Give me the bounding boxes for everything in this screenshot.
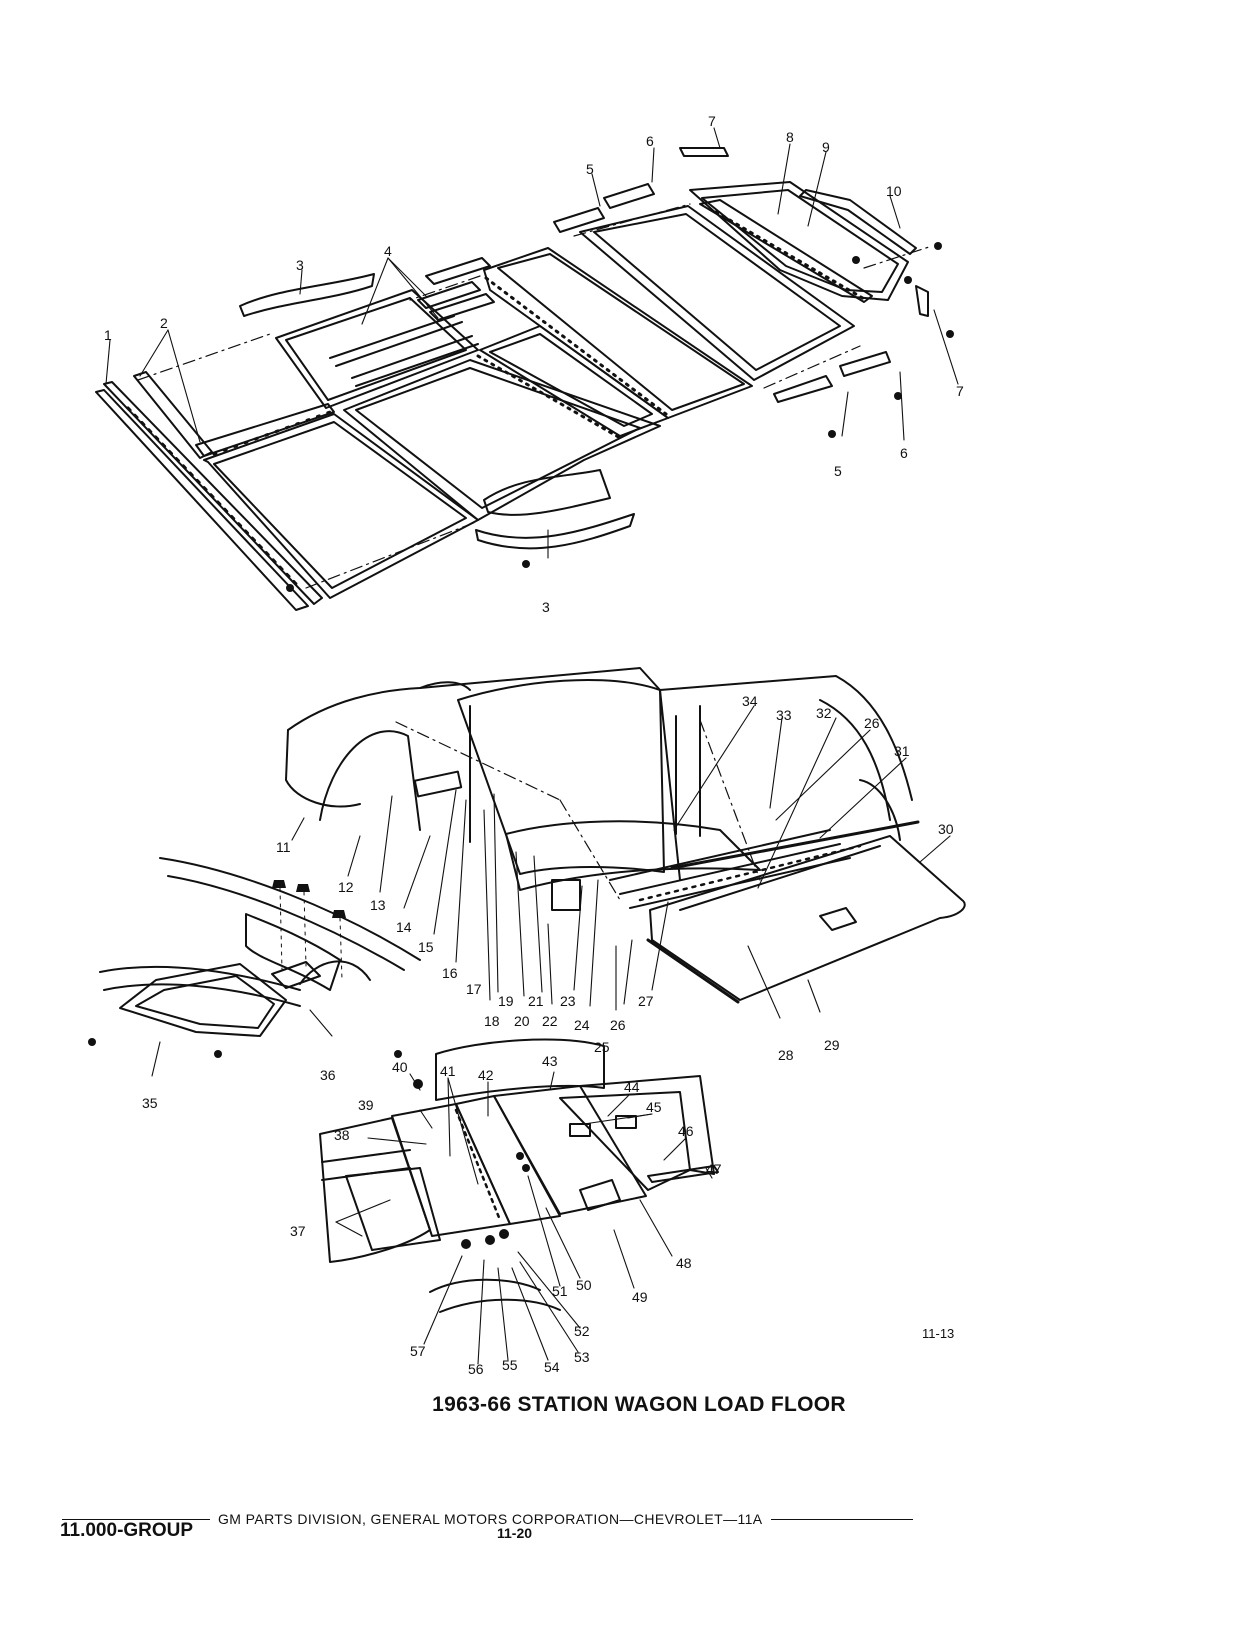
- callout-38: 38: [334, 1127, 350, 1143]
- callout-54: 54: [544, 1359, 560, 1375]
- callout-42: 42: [478, 1067, 494, 1083]
- callout-21: 21: [528, 993, 544, 1009]
- callout-34: 34: [742, 693, 758, 709]
- folding-seat-assembly: [319, 1038, 719, 1313]
- callout-20: 20: [514, 1013, 530, 1029]
- callout-26-lower: 26: [610, 1017, 626, 1033]
- part-3-wheelhouse-trims: [239, 273, 635, 550]
- callout-37: 37: [290, 1223, 306, 1239]
- callout-17: 17: [466, 981, 482, 997]
- callout-27: 27: [638, 993, 654, 1009]
- callout-19: 19: [498, 993, 514, 1009]
- callout-44: 44: [624, 1079, 640, 1095]
- callout-6-bottom: 6: [900, 445, 908, 461]
- callout-48: 48: [676, 1255, 692, 1271]
- callout-43: 43: [542, 1053, 558, 1069]
- wheelhouse-detail: [88, 857, 421, 1058]
- figure-caption: 1963-66 STATION WAGON LOAD FLOOR: [432, 1393, 846, 1416]
- floor-panel-left-upper: [275, 289, 479, 409]
- callout-46: 46: [678, 1123, 694, 1139]
- callout-labels: 1 2 3 3 4 5 5 6 6 7 7 8 9 10 11 12 13 14…: [104, 113, 964, 1377]
- part-7-brackets: [679, 147, 929, 317]
- floor-panel-middle: [343, 325, 669, 521]
- cargo-area-assembly: [285, 667, 966, 1004]
- callout-30: 30: [938, 821, 954, 837]
- callout-47: 47: [706, 1161, 722, 1177]
- callout-55: 55: [502, 1357, 518, 1373]
- part-4-floor-strips: [417, 257, 495, 321]
- callout-31: 31: [894, 743, 910, 759]
- footer-rule-left: [62, 1518, 210, 1520]
- callout-41: 41: [440, 1063, 456, 1079]
- callout-35: 35: [142, 1095, 158, 1111]
- callout-4: 4: [384, 243, 392, 259]
- callout-33: 33: [776, 707, 792, 723]
- callout-24: 24: [574, 1017, 590, 1033]
- callout-26-upper: 26: [864, 715, 880, 731]
- callout-7-top: 7: [708, 113, 716, 129]
- callout-25: 25: [594, 1039, 610, 1055]
- callout-3-top: 3: [296, 257, 304, 273]
- callout-5-bottom: 5: [834, 463, 842, 479]
- top-screws: [286, 242, 954, 592]
- callout-49: 49: [632, 1289, 648, 1305]
- footer-publisher-line: GM PARTS DIVISION, GENERAL MOTORS CORPOR…: [62, 1511, 1022, 1527]
- callout-8: 8: [786, 129, 794, 145]
- parts-5-6-hinges: [553, 183, 891, 403]
- callout-22: 22: [542, 1013, 558, 1029]
- floor-panel-left-lower: [203, 413, 479, 599]
- callout-39: 39: [358, 1097, 374, 1113]
- callout-50: 50: [576, 1277, 592, 1293]
- group-label: 11.000-GROUP: [60, 1520, 194, 1541]
- floor-panel-rear: [579, 205, 855, 381]
- callout-10: 10: [886, 183, 902, 199]
- callout-7-right: 7: [956, 383, 964, 399]
- parts-8-9-10-tailgate-strips: [689, 181, 917, 303]
- callout-12: 12: [338, 879, 354, 895]
- callout-36: 36: [320, 1067, 336, 1083]
- figure-number: 11-13: [922, 1326, 954, 1341]
- footer-publisher: GM PARTS DIVISION, GENERAL MOTORS CORPOR…: [218, 1511, 763, 1527]
- callout-13: 13: [370, 897, 386, 913]
- top-floor-assembly: [95, 147, 954, 611]
- callout-15: 15: [418, 939, 434, 955]
- top-construction-lines: [137, 203, 933, 589]
- floor-panel-center: [483, 247, 753, 419]
- callout-56: 56: [468, 1361, 484, 1377]
- callout-52: 52: [574, 1323, 590, 1339]
- callout-16: 16: [442, 965, 458, 981]
- callout-11: 11: [276, 839, 291, 855]
- callout-23: 23: [560, 993, 576, 1009]
- callout-2: 2: [160, 315, 168, 331]
- callout-14: 14: [396, 919, 412, 935]
- leader-lines: [105, 127, 959, 1365]
- callout-18: 18: [484, 1013, 500, 1029]
- callout-51: 51: [552, 1283, 568, 1299]
- callout-9: 9: [822, 139, 830, 155]
- callout-32: 32: [816, 705, 832, 721]
- part-1-side-strip: [95, 381, 323, 611]
- callout-29: 29: [824, 1037, 840, 1053]
- callout-40: 40: [392, 1059, 408, 1075]
- callout-1: 1: [104, 327, 112, 343]
- footer-rule-right: [770, 1518, 913, 1520]
- callout-6-top: 6: [646, 133, 654, 149]
- callout-57: 57: [410, 1343, 426, 1359]
- callout-5-top: 5: [586, 161, 594, 177]
- callout-45: 45: [646, 1099, 662, 1115]
- callout-3-bottom: 3: [542, 599, 550, 615]
- page-number: 11-20: [497, 1525, 533, 1541]
- callout-28: 28: [778, 1047, 794, 1063]
- callout-53: 53: [574, 1349, 590, 1365]
